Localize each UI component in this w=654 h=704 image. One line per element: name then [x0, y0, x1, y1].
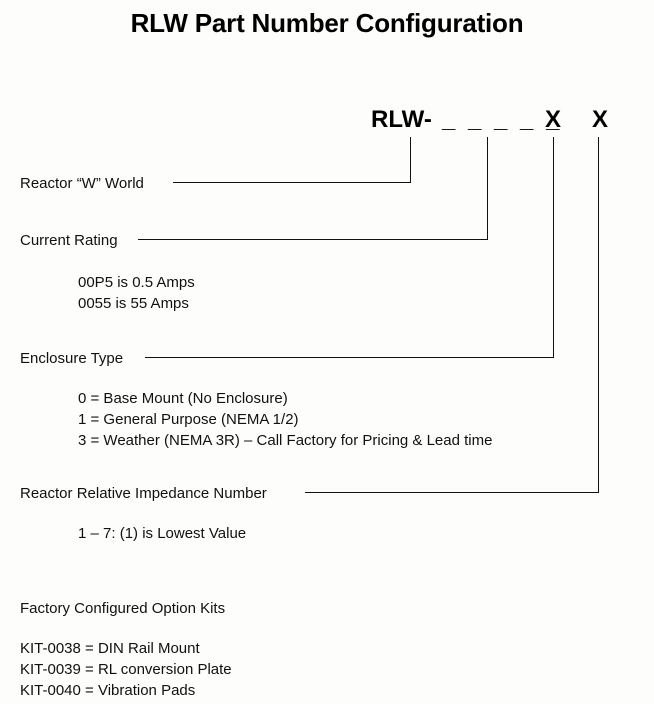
leader-hline-enclosure-type [145, 357, 554, 358]
leader-hline-reactor-w-world [173, 182, 411, 183]
detail-line: 1 = General Purpose (NEMA 1/2) [78, 411, 299, 428]
detail-line: 3 = Weather (NEMA 3R) – Call Factory for… [78, 432, 493, 449]
part-number-enclosure-digit: X [545, 106, 562, 133]
option-kits-list: KIT-0038 = DIN Rail Mount KIT-0039 = RL … [20, 638, 232, 701]
leader-vline-impedance-number [598, 137, 599, 493]
leader-hline-impedance-number [305, 492, 599, 493]
callout-label-reactor-w-world: Reactor “W” World [20, 175, 144, 192]
detail-line: 00P5 is 0.5 Amps [78, 274, 195, 291]
callout-details-impedance-number: 1 – 7: (1) is Lowest Value [78, 523, 246, 544]
option-kit-item: KIT-0040 = Vibration Pads [20, 682, 196, 699]
part-number-prefix: RLW- [371, 106, 432, 133]
leader-hline-current-rating [138, 239, 488, 240]
callout-label-current-rating: Current Rating [20, 232, 118, 249]
leader-vline-reactor-w-world [410, 137, 411, 183]
callout-label-impedance-number: Reactor Relative Impedance Number [20, 485, 267, 502]
detail-line: 0 = Base Mount (No Enclosure) [78, 390, 288, 407]
detail-line: 1 – 7: (1) is Lowest Value [78, 525, 247, 542]
option-kit-item: KIT-0039 = RL conversion Plate [20, 661, 232, 678]
callout-details-current-rating: 00P5 is 0.5 Amps 0055 is 55 Amps [78, 272, 195, 314]
leader-vline-current-rating [487, 137, 488, 240]
page-title: RLW Part Number Configuration [130, 8, 524, 38]
option-kits-heading: Factory Configured Option Kits [20, 600, 226, 617]
part-number-string: RLW- _ _ _ _ _ X X [0, 106, 654, 140]
callout-details-enclosure-type: 0 = Base Mount (No Enclosure) 1 = Genera… [78, 388, 492, 451]
option-kit-item: KIT-0038 = DIN Rail Mount [20, 640, 200, 657]
part-number-impedance-digit: X [592, 106, 609, 133]
leader-vline-enclosure-type [553, 137, 554, 357]
detail-line: 0055 is 55 Amps [78, 295, 189, 312]
callout-label-enclosure-type: Enclosure Type [20, 350, 124, 367]
part-number-blanks: _ _ _ _ _ [442, 106, 563, 133]
